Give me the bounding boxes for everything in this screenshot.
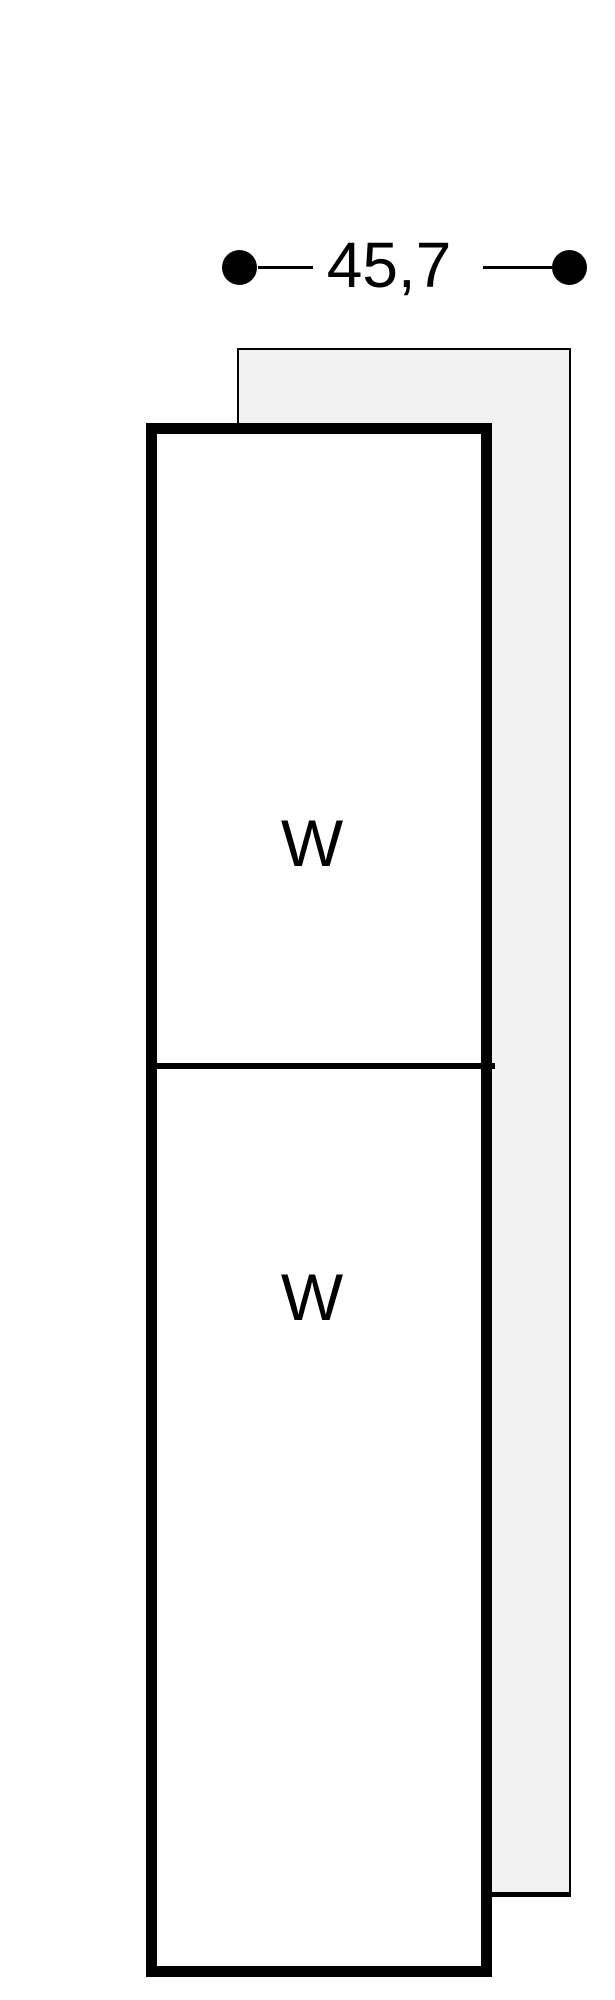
dimension-value-label: 45,7 xyxy=(326,229,452,301)
dimension-leader-line-right xyxy=(483,266,552,269)
dimension-endpoint-dot-left xyxy=(222,250,257,285)
compartment-label-lower: W xyxy=(280,1260,344,1334)
compartment-divider xyxy=(146,1063,495,1069)
dimension-endpoint-dot-right xyxy=(552,250,587,285)
compartment-label-upper: W xyxy=(280,806,344,880)
appliance-outline xyxy=(146,423,492,1977)
dimension-leader-line-left xyxy=(258,266,313,269)
